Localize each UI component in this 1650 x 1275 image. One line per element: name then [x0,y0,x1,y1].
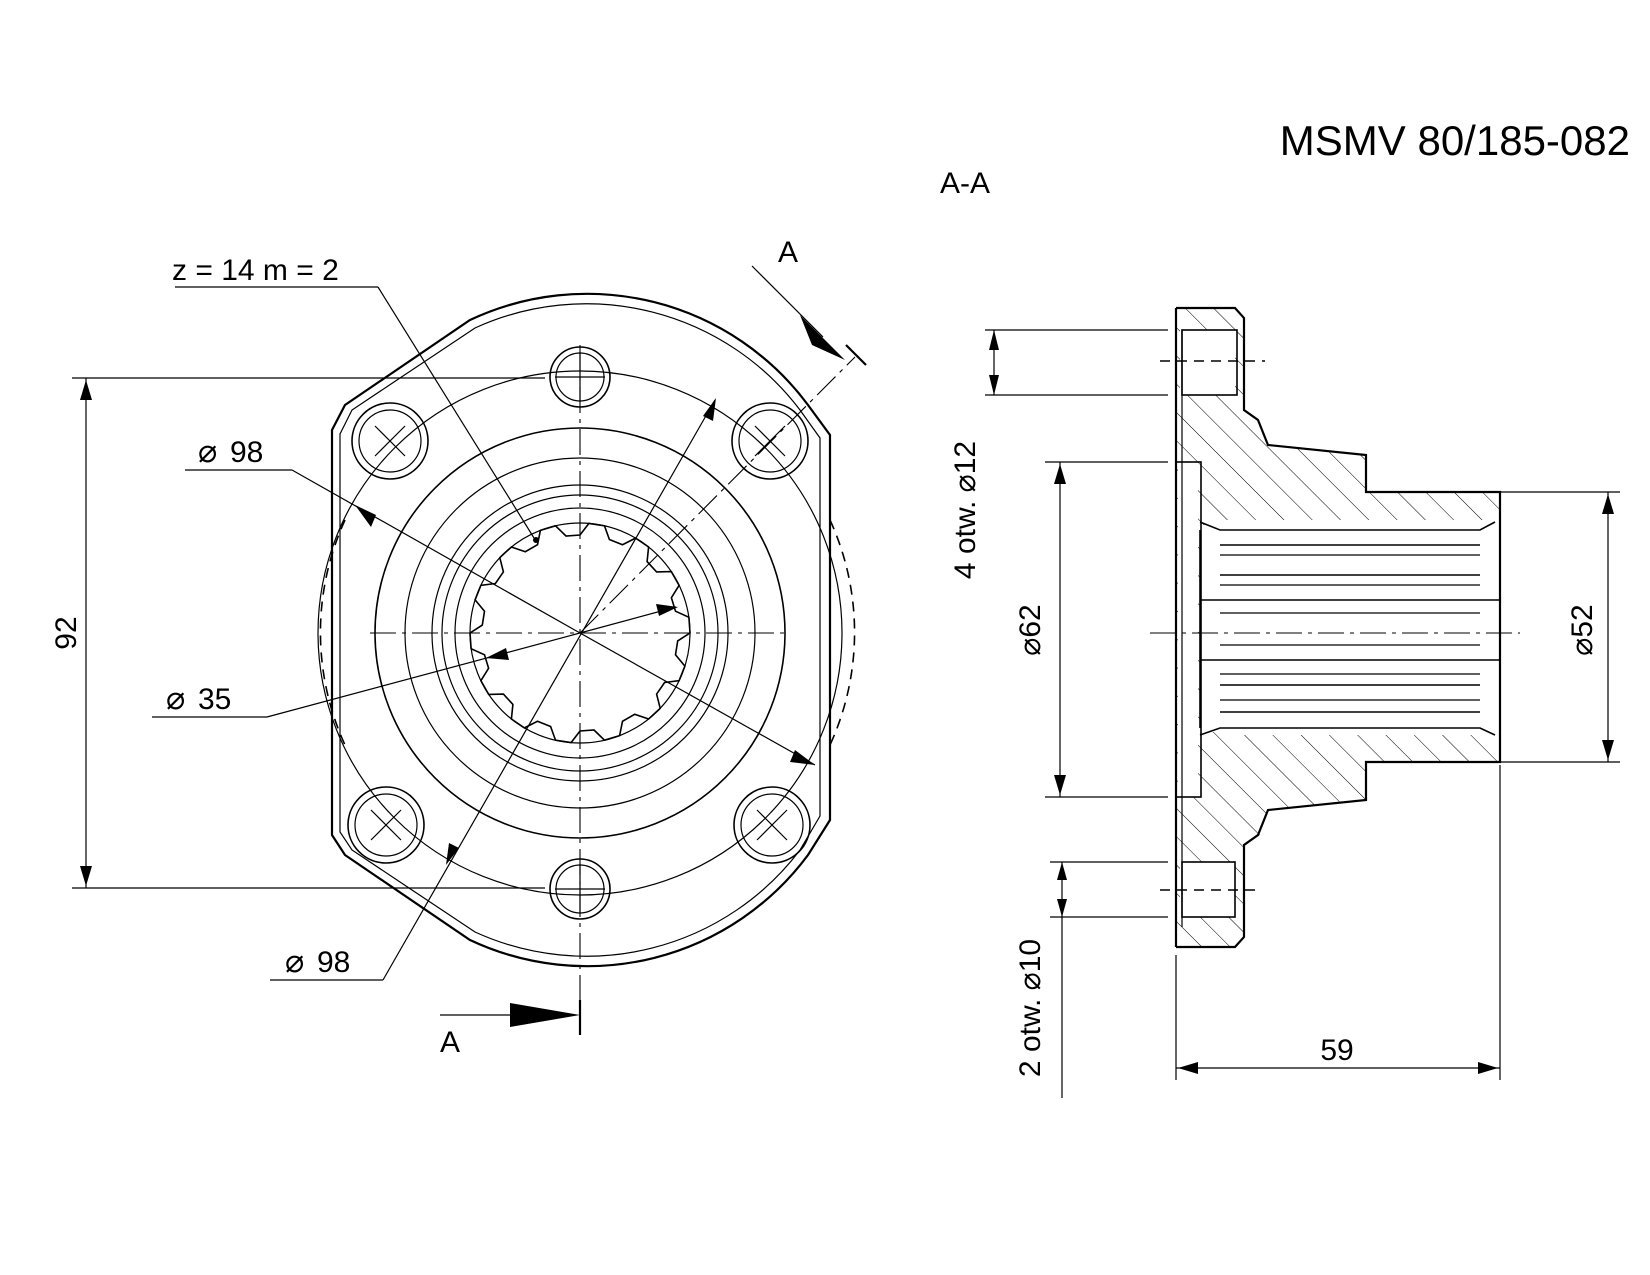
dim-outer-diameter-bottom-symbol: ⌀ [285,943,304,979]
bolt-hole-top-right [731,402,809,480]
front-view: A A 92 z = 14 m = 2 ⌀ 98 ⌀ 35 ⌀ [50,236,867,1059]
cut-arrow-bottom [510,1003,580,1027]
bolt-hole-top-left-inner [358,409,422,473]
holes-2-note: 2 otw. ⌀10 [1014,939,1047,1077]
bolt-hole-bottom-left-inner [354,793,418,857]
dim-outer-diameter-bottom: 98 [317,946,350,979]
dim-height: 92 [50,616,83,649]
spline-note: z = 14 m = 2 [172,254,339,287]
cut-marker-top: A [778,236,798,269]
section-cut-line [579,356,856,634]
section-recess [1175,461,1202,798]
section-outline-bottom [1176,735,1502,949]
dim-outer-diameter-top-symbol: ⌀ [198,433,217,469]
dim-left-diameter: ⌀62 [1014,604,1047,655]
flange-outline [330,292,832,968]
drawing-title: MSMV 80/185-082 [1280,117,1630,164]
bolt-hole-top-left [351,402,429,480]
section-view: 4 otw. ⌀12 ⌀62 ⌀52 2 otw. ⌀10 59 [949,306,1620,1098]
holes-4-note: 4 otw. ⌀12 [949,441,982,579]
bolt-hole-top-right-inner [738,409,802,473]
cut-arrow-top [800,315,845,360]
dim-inner-diameter-symbol: ⌀ [166,680,185,716]
dim-outer-diameter-top: 98 [230,436,263,469]
bolt-hole-bottom-left [347,786,425,864]
dim-length: 59 [1320,1034,1353,1067]
dim-right-diameter: ⌀52 [1566,604,1599,655]
section-label: A-A [940,167,990,200]
bolt-hole-bottom-right-inner [740,793,804,857]
section-spline-bore [1199,521,1500,736]
section-bolt-hole-top [1181,329,1238,396]
section-outline-top [1176,306,1502,735]
dim-inner-diameter: 35 [198,683,231,716]
cut-marker-bottom: A [440,1026,460,1059]
bolt-hole-bottom-right [733,786,811,864]
